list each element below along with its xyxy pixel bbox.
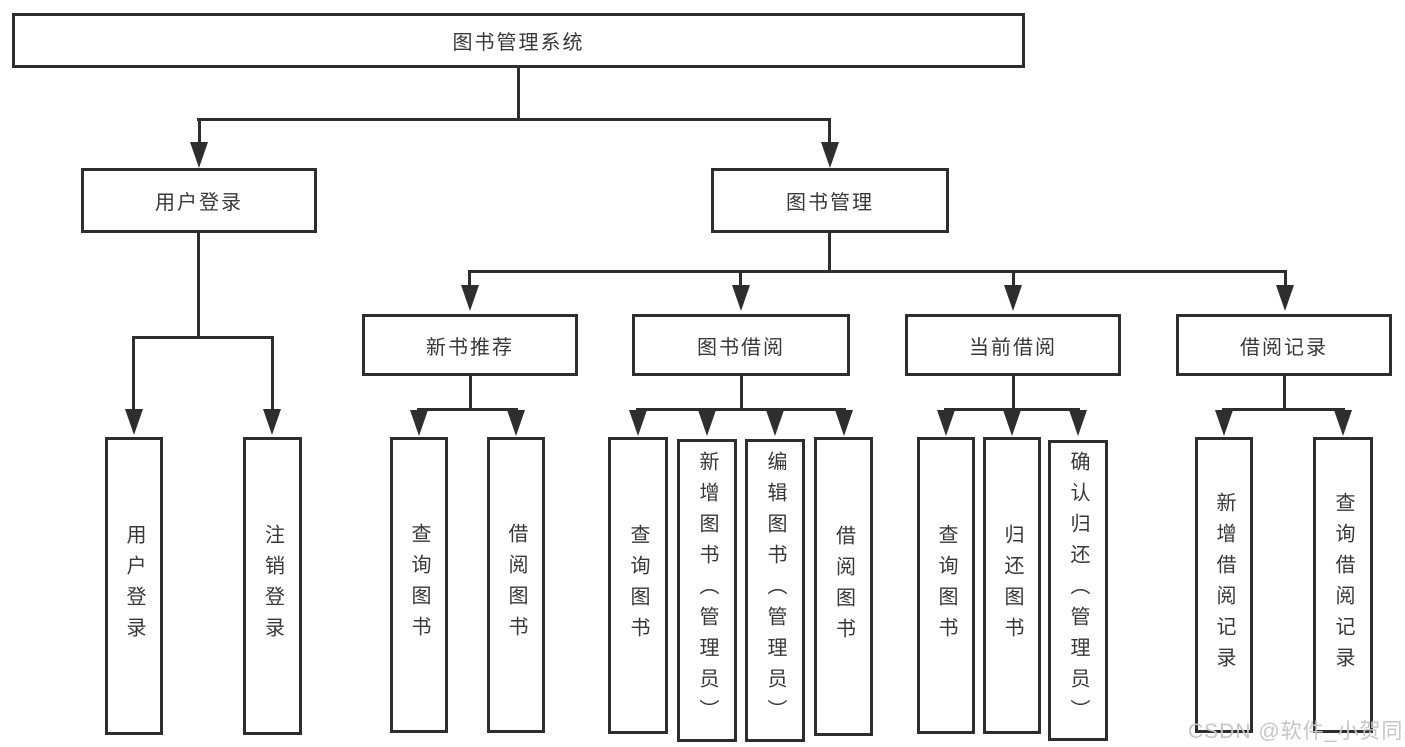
- node-borrow-records: 借阅记录: [1176, 314, 1392, 376]
- arrow-down-icon: [937, 410, 955, 436]
- arrow-down-icon: [1334, 410, 1352, 436]
- arrow-down-icon: [732, 285, 750, 311]
- node-current-borrow: 当前借阅: [905, 314, 1121, 376]
- arrow-down-icon: [1004, 285, 1022, 311]
- node-label: 当前借阅: [969, 336, 1057, 359]
- leaf-borrow-books: 借阅图书: [814, 437, 873, 736]
- node-label: 借阅记录: [1240, 336, 1328, 359]
- node-label: 新增借阅记录: [1213, 492, 1235, 678]
- connector-line: [739, 270, 742, 286]
- arrow-down-icon: [125, 409, 143, 435]
- node-label: 归还图书: [1001, 523, 1023, 648]
- arrow-down-icon: [190, 142, 208, 168]
- node-label: 借阅图书: [505, 523, 527, 647]
- leaf-query-books-current: 查询图书: [917, 437, 975, 734]
- connector-line: [1284, 270, 1287, 286]
- connector-line: [828, 233, 831, 273]
- node-label: 图书管理: [786, 192, 874, 214]
- leaf-edit-books-admin: 编辑图书（管理员）: [745, 439, 805, 742]
- node-root-library-management-system: 图书管理系统: [12, 13, 1025, 68]
- node-new-book-recommend: 新书推荐: [362, 314, 578, 376]
- leaf-query-books: 查询图书: [608, 437, 668, 734]
- connector-line: [517, 68, 520, 118]
- node-book-management: 图书管理: [711, 168, 949, 233]
- node-label: 确认归还（管理员）: [1067, 451, 1089, 730]
- leaf-add-borrow-record: 新增借阅记录: [1195, 437, 1253, 733]
- connector-line: [198, 118, 201, 144]
- connector-line: [1222, 408, 1345, 411]
- node-label: 图书借阅: [697, 336, 785, 359]
- connector-line: [468, 270, 1287, 273]
- connector-line: [417, 408, 518, 411]
- arrow-down-icon: [1003, 410, 1021, 436]
- node-label: 新书推荐: [426, 336, 514, 359]
- leaf-query-books-recommend: 查询图书: [390, 437, 448, 733]
- arrow-down-icon: [461, 285, 479, 311]
- connector-line: [944, 408, 1080, 411]
- node-label: 查询借阅记录: [1332, 492, 1354, 678]
- node-label: 注销登录: [261, 524, 284, 648]
- connector-line: [132, 336, 274, 339]
- node-book-borrow: 图书借阅: [632, 314, 850, 376]
- node-label: 查询图书: [935, 523, 957, 648]
- arrow-down-icon: [1069, 410, 1087, 436]
- node-label: 用户登录: [155, 192, 243, 214]
- node-label: 编辑图书（管理员）: [764, 451, 786, 730]
- node-label: 图书管理系统: [452, 32, 585, 54]
- leaf-return-books: 归还图书: [983, 437, 1041, 734]
- leaf-logout: 注销登录: [243, 437, 302, 735]
- connector-line: [132, 336, 135, 410]
- node-user-login: 用户登录: [81, 168, 317, 233]
- arrow-down-icon: [766, 410, 784, 436]
- connector-line: [469, 376, 472, 411]
- connector-line: [468, 270, 471, 286]
- connector-line: [828, 118, 831, 144]
- connector-line: [1283, 376, 1286, 411]
- connector-line: [740, 376, 743, 411]
- connector-line: [1012, 270, 1015, 286]
- connector-line: [271, 336, 274, 410]
- node-label: 新增图书（管理员）: [696, 451, 718, 730]
- leaf-add-books-admin: 新增图书（管理员）: [677, 439, 737, 742]
- connector-line: [197, 233, 200, 336]
- node-label: 用户登录: [123, 524, 145, 648]
- node-label: 借阅图书: [832, 524, 855, 649]
- connector-line: [1012, 376, 1015, 411]
- node-label: 查询图书: [627, 523, 649, 648]
- arrow-down-icon: [507, 410, 525, 436]
- leaf-borrow-books-recommend: 借阅图书: [487, 437, 545, 733]
- arrow-down-icon: [835, 410, 853, 436]
- arrow-down-icon: [629, 410, 647, 436]
- arrow-down-icon: [263, 409, 281, 435]
- leaf-query-borrow-record: 查询借阅记录: [1313, 437, 1373, 733]
- connector-line: [636, 408, 846, 411]
- arrow-down-icon: [410, 410, 428, 436]
- arrow-down-icon: [821, 142, 839, 168]
- csdn-watermark: CSDN @软件_小贺同学: [1188, 720, 1405, 743]
- node-label: 查询图书: [408, 523, 430, 647]
- leaf-user-login: 用户登录: [105, 437, 163, 735]
- arrow-down-icon: [1215, 410, 1233, 436]
- connector-line: [197, 118, 831, 121]
- arrow-down-icon: [698, 410, 716, 436]
- leaf-confirm-return-admin: 确认归还（管理员）: [1048, 440, 1108, 741]
- arrow-down-icon: [1276, 285, 1294, 311]
